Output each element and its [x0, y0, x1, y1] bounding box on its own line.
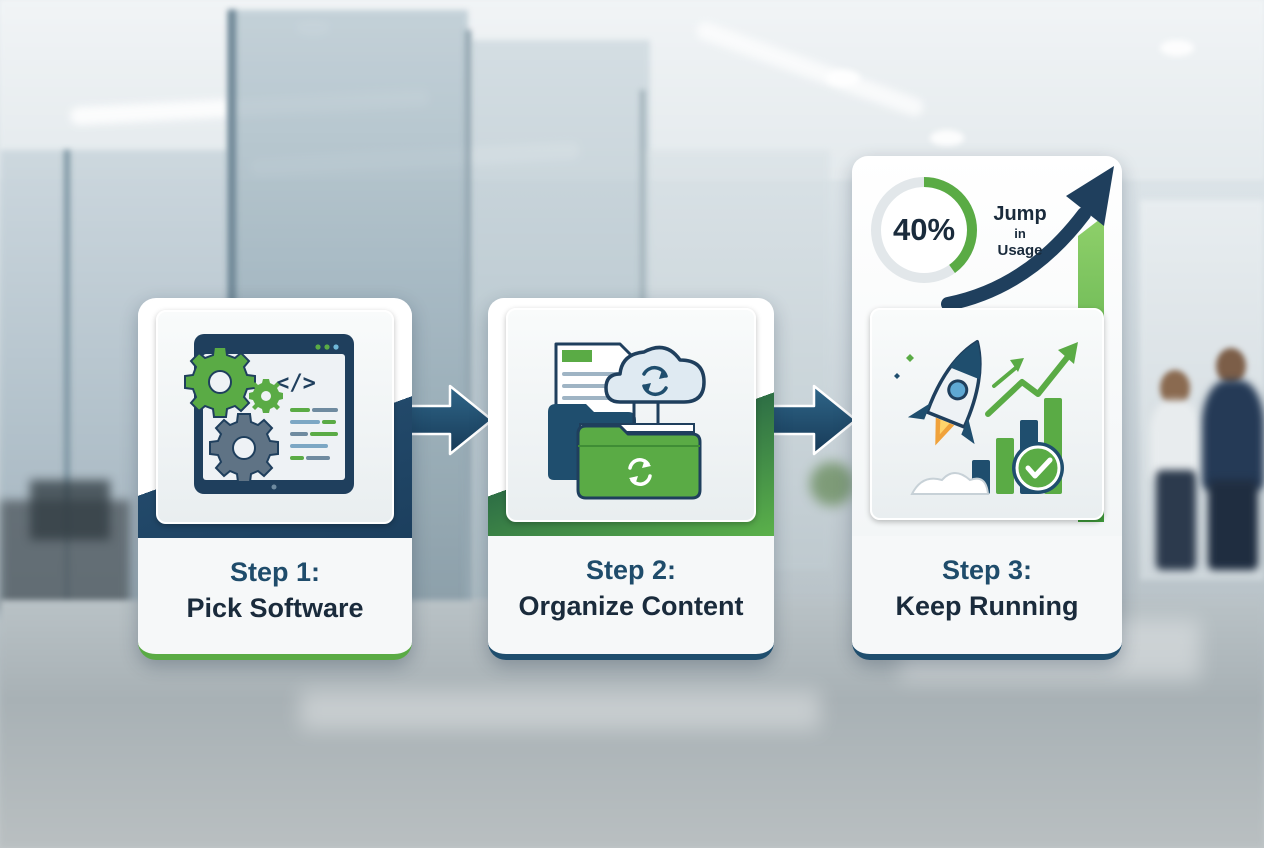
step-label: Step 3: [941, 555, 1033, 585]
step-caption: Step 2: Organize Content [488, 552, 774, 624]
stat-word: Jump [993, 203, 1047, 225]
stat-word: Usage [997, 242, 1043, 259]
rocket-icon [894, 339, 990, 495]
step-title: Organize Content [518, 591, 744, 621]
icon-panel [506, 308, 756, 522]
check-icon [1012, 442, 1064, 494]
icon-panel [870, 308, 1104, 520]
step-caption: Step 3: Keep Running [852, 552, 1122, 624]
folder-sync-icon [576, 423, 702, 500]
progress-ring [871, 177, 977, 283]
stat-value: 40% [892, 212, 956, 247]
step-title: Keep Running [895, 591, 1079, 621]
stat-word: in [1014, 226, 1026, 241]
stat-caption: Jump in Usage [986, 202, 1054, 260]
gears-icon [184, 346, 283, 483]
cloud-sync-icon [604, 345, 706, 430]
step-caption: Step 1: Pick Software [138, 554, 412, 626]
step-label: Step 1: [229, 557, 321, 587]
step-card-1: </> [138, 298, 412, 660]
step-card-2: Step 2: Organize Content [488, 298, 774, 660]
step-title: Pick Software [186, 593, 364, 623]
icon-panel: </> [156, 310, 394, 524]
step-card-3: 40% Jump in Usage [852, 156, 1122, 660]
step-label: Step 2: [585, 555, 677, 585]
svg-text:</>: </> [276, 371, 316, 396]
